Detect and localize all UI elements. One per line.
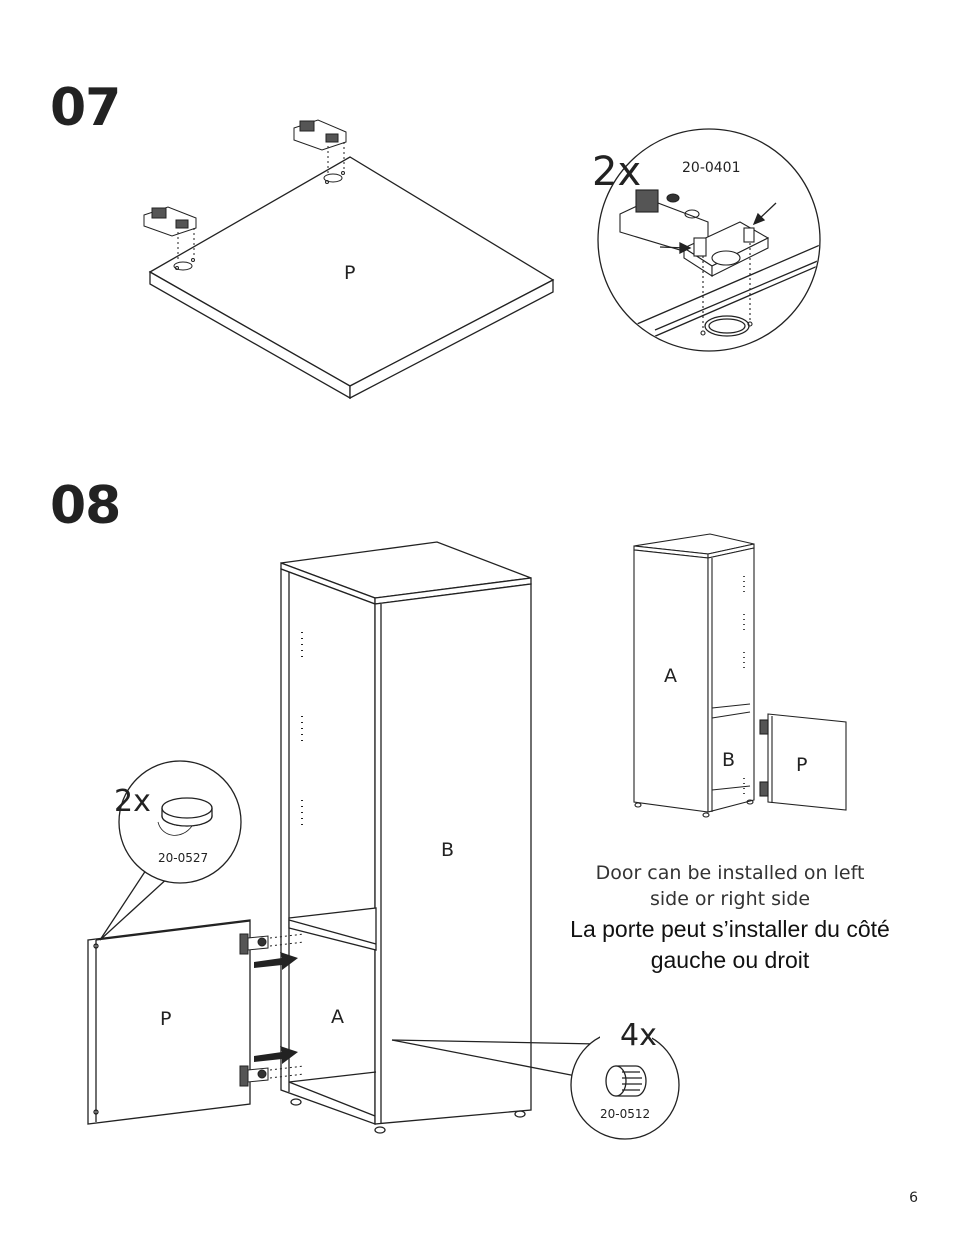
step-07-detail-qty: 2x (592, 149, 641, 195)
step-08-door-hinges (239, 933, 305, 1087)
step-08-door: P (87, 919, 251, 1125)
step-07-hinge-left (143, 206, 197, 271)
step-07-detail-part: 20-0401 (682, 160, 741, 176)
page-number: 6 (909, 1190, 918, 1206)
door-note-french: La porte peut s’installer du côté gauche… (570, 916, 890, 973)
step-08-hinge-callout: 2x 20-0527 (99, 760, 242, 941)
step-07-panel: P (148, 156, 555, 400)
hinge-0401-icon (619, 189, 770, 336)
step-08-foot-part: 20-0512 (600, 1107, 650, 1121)
step-07-panel-label: P (344, 262, 355, 284)
inset-label-a: A (664, 665, 677, 687)
step-08-label-b: B (441, 839, 454, 861)
step-08-hinge-part: 20-0527 (158, 851, 208, 865)
step-07-hinge-top (293, 119, 347, 184)
step-08-foot-qty: 4x (620, 1018, 657, 1053)
step-07-detail-circle: 2x 20-0401 (592, 128, 821, 352)
step-08-cabinet: B A (280, 541, 532, 1134)
inset-label-p: P (796, 754, 807, 776)
door-note-english: Door can be installed on left side or ri… (595, 862, 865, 910)
step-08-number: 08 (50, 476, 121, 536)
step-08-label-a: A (331, 1006, 344, 1028)
step-08-inset-cabinet: A B P (633, 533, 847, 818)
step-07-number: 07 (50, 78, 121, 138)
step-08-foot-callout: 4x 20-0512 (391, 1018, 680, 1140)
hinge-pad-0527-icon (157, 797, 213, 836)
step-08-label-p: P (160, 1008, 171, 1030)
step-07-arrows (659, 202, 777, 255)
foot-0512-icon (605, 1065, 647, 1097)
step-08-hinge-qty: 2x (114, 784, 151, 819)
inset-label-b: B (722, 749, 735, 771)
step-08-install-arrows (254, 952, 298, 1064)
